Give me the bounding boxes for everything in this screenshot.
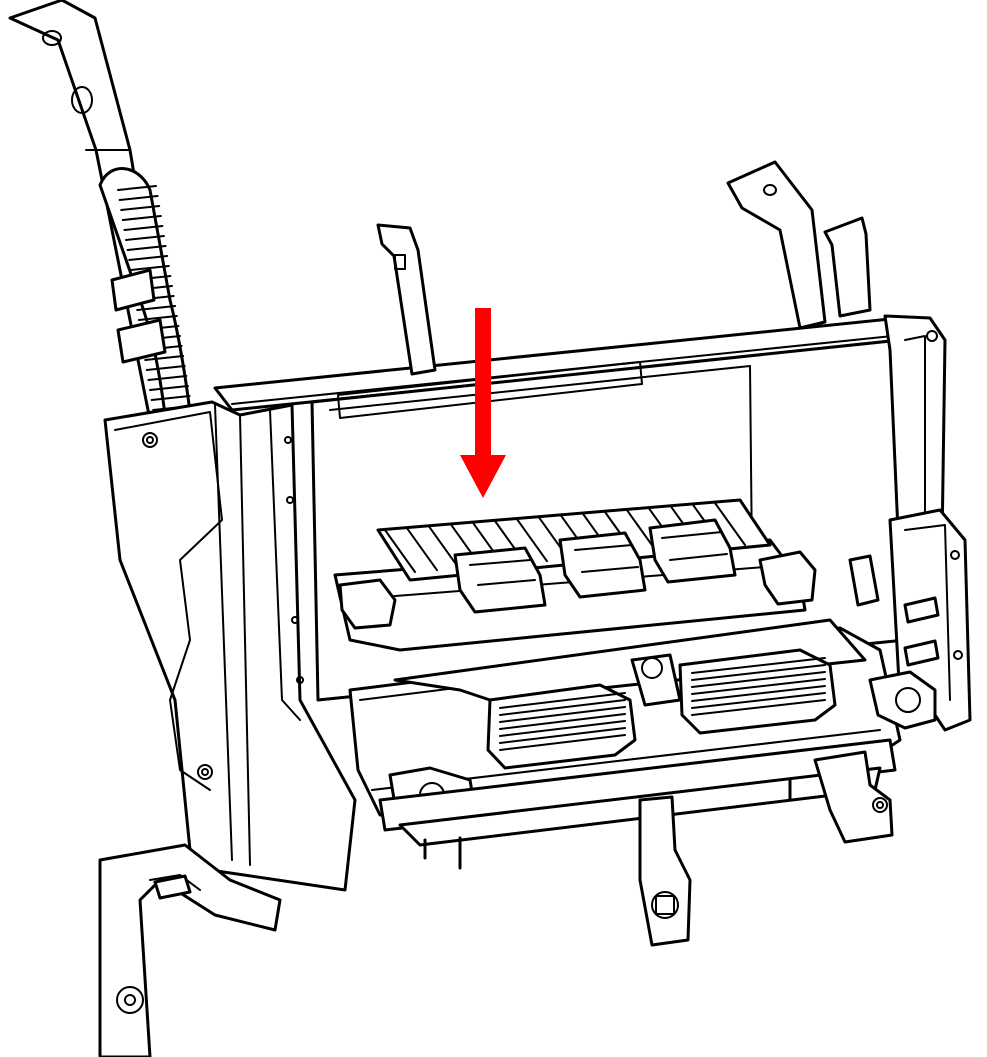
upper-control-module xyxy=(333,498,880,652)
upper-right-mounting-tab xyxy=(726,160,872,330)
lower-right-bracket xyxy=(813,750,894,844)
wire-harness-loom xyxy=(98,167,197,467)
upper-center-mounting-tab xyxy=(376,223,437,376)
bottom-center-strap xyxy=(638,795,692,947)
down-arrow-icon xyxy=(460,308,506,498)
left-side-bracket-plate xyxy=(103,400,357,892)
lower-left-strap xyxy=(98,843,282,1057)
lower-engine-control-module xyxy=(348,618,937,870)
